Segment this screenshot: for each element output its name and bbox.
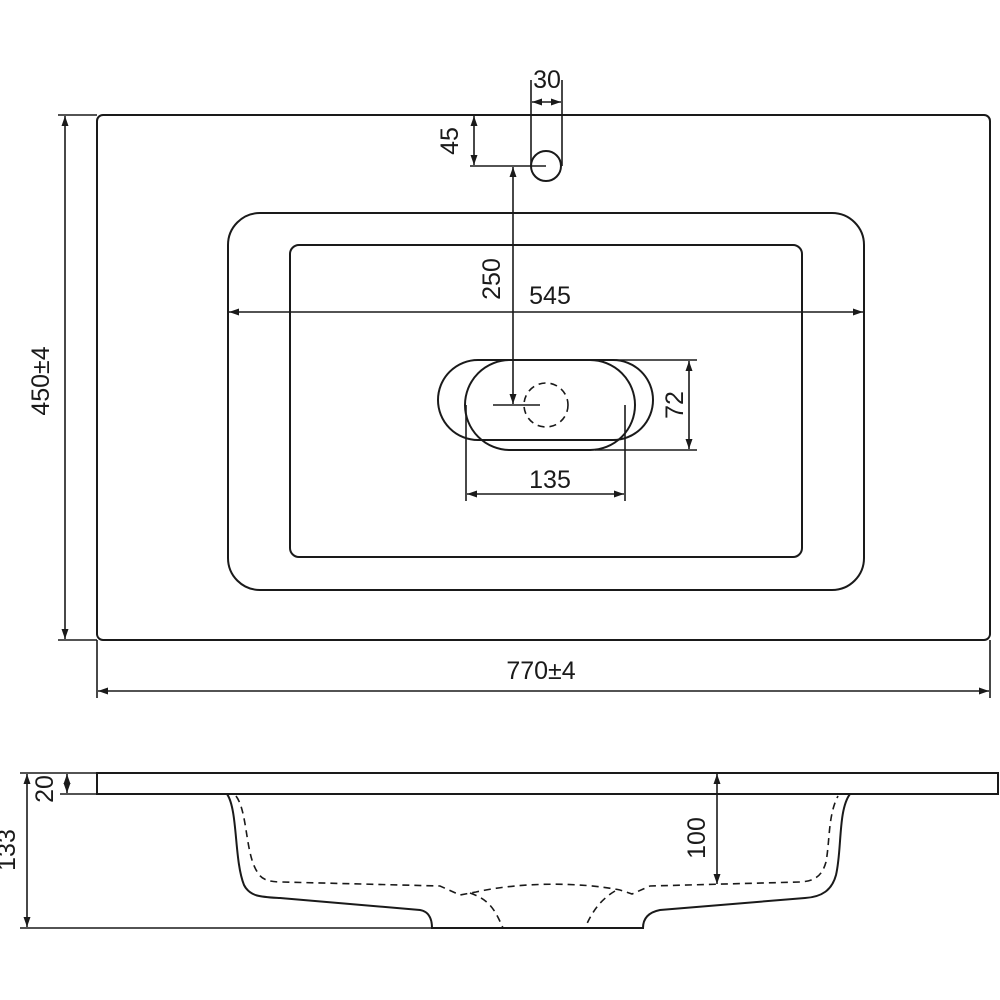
dim-drain-width: 135 [529, 466, 571, 494]
drain-channel-profile-right [584, 890, 616, 929]
dim-tap-hole-offset: 45 [436, 127, 464, 155]
top-view [96, 114, 991, 641]
dim-tap-hole-diameter: 30 [533, 66, 561, 94]
dim-overall-depth: 450±4 [27, 346, 55, 415]
dim-drain-height: 72 [661, 391, 689, 419]
drain-hole [523, 382, 569, 428]
drain-outer-outline [437, 359, 654, 441]
basin-outline [96, 114, 991, 641]
dim-bowl-width: 545 [529, 282, 571, 310]
side-view [96, 772, 999, 929]
bowl-inner-profile [235, 795, 839, 896]
dim-total-height: 133 [0, 829, 21, 871]
bowl-profile [226, 793, 851, 929]
dim-bowl-depth: 100 [683, 817, 711, 859]
bowl-inner-outline [289, 244, 803, 558]
side-view-dimensions: 20 133 100 [0, 772, 721, 929]
dim-rim-thickness: 20 [31, 775, 59, 803]
drain-channel-profile [469, 892, 504, 929]
bowl-outer-outline [227, 212, 865, 591]
rim-profile [96, 772, 999, 795]
dim-overall-width: 770±4 [506, 657, 575, 685]
dim-tap-to-drain: 250 [478, 258, 506, 300]
top-view-dimensions: 30 45 250 545 450±4 72 135 770±4 [27, 66, 991, 698]
drain-slot [464, 359, 636, 451]
